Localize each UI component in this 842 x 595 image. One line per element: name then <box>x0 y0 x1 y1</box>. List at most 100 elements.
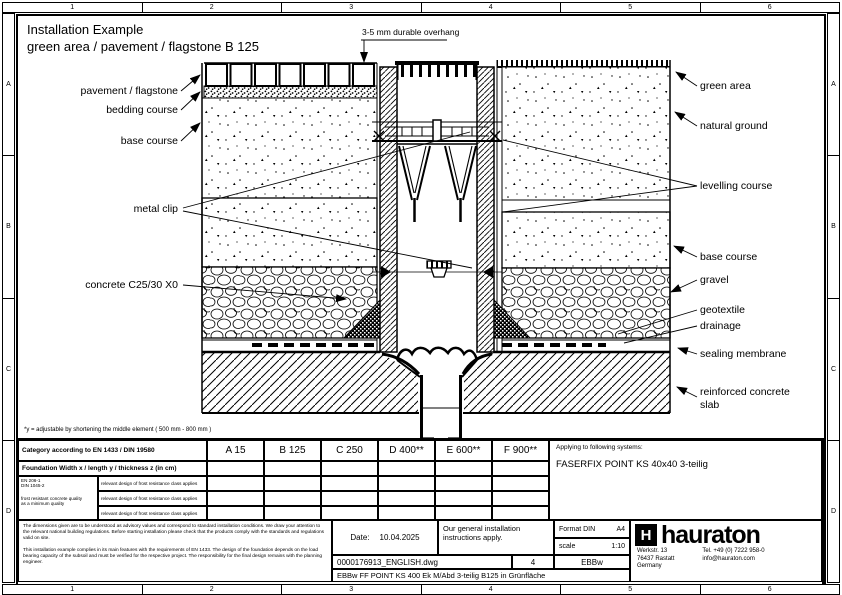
ruler-cell: B <box>3 156 14 299</box>
empty-cell <box>207 491 264 506</box>
label-base-course-left: base course <box>120 135 178 147</box>
label-green-area: green area <box>700 80 751 92</box>
label-pavement-flagstone: pavement / flagstone <box>80 85 178 97</box>
ruler-cell: 2 <box>143 3 282 12</box>
class-header: A 15 <box>207 440 264 461</box>
outlet-pipe <box>381 346 493 439</box>
ruler-cell: A <box>828 14 839 157</box>
label-concrete: concrete C25/30 X0 <box>85 279 178 291</box>
ruler-cell: 3 <box>282 3 422 12</box>
ruler-cell: 5 <box>561 585 701 594</box>
left-ruler: A B C D <box>2 13 15 583</box>
disclaimer-paragraph: This installation example complies in it… <box>23 548 323 565</box>
overhang-annotation: 3-5 mm durable overhang <box>362 27 460 37</box>
company-logo: H hauraton <box>635 521 821 549</box>
company-block: H hauraton Werkstr. 13 76437 Rastatt Ger… <box>630 520 822 582</box>
address-line: 76437 Rastatt <box>637 555 675 562</box>
label-sealing-membrane: sealing membrane <box>700 348 787 360</box>
frost-row-label: relevant design of frost resistance clas… <box>98 506 207 520</box>
empty-cell <box>264 461 321 476</box>
empty-cell <box>435 461 492 476</box>
concrete-note-line: EN 206-1 <box>21 478 41 483</box>
ruler-cell: 4 <box>422 585 561 594</box>
ruler-cell: 2 <box>143 585 282 594</box>
address-line: Werkstr. 13 <box>637 548 668 554</box>
scale-cell: scale 1:10 <box>554 538 630 555</box>
empty-cell <box>435 506 492 520</box>
code-cell: EBBw <box>554 555 630 569</box>
footnote: *y = adjustable by shortening the middle… <box>24 427 212 433</box>
empty-cell <box>378 476 435 491</box>
date-label: Date: <box>350 533 370 542</box>
ruler-cell: 6 <box>767 4 772 11</box>
class-header: C 250 <box>321 440 378 461</box>
empty-cell <box>435 491 492 506</box>
ruler-cell: D <box>830 507 837 515</box>
label-metal-clip: metal clip <box>133 203 178 215</box>
concrete-note-cell: EN 206-1 DIN 1045-2 frost resistant conc… <box>18 476 98 520</box>
drawing-title-line1: Installation Example <box>27 22 144 37</box>
date-cell: Date: 10.04.2025 <box>332 520 438 555</box>
file-name-cell: 0000176913_ENGLISH.dwg <box>332 555 512 569</box>
class-header: E 600** <box>435 440 492 461</box>
class-header: D 400** <box>378 440 435 461</box>
ruler-cell: 4 <box>422 3 561 12</box>
class-header: B 125 <box>264 440 321 461</box>
empty-cell <box>492 506 549 520</box>
label-drainage: drainage <box>700 320 741 332</box>
frost-row-label: relevant design of frost resistance clas… <box>98 476 207 491</box>
company-tel: Tel. +49 (0) 7222 958-0 <box>702 548 765 554</box>
empty-cell <box>378 506 435 520</box>
empty-cell <box>492 476 549 491</box>
empty-cell <box>492 491 549 506</box>
sheet-number-cell: 4 <box>512 555 554 569</box>
concrete-slab <box>201 350 671 440</box>
address-line: Germany <box>637 563 662 569</box>
empty-cell <box>207 506 264 520</box>
concrete-note-line: DIN 1045-2 <box>21 483 45 489</box>
scale-label: scale <box>559 543 576 550</box>
label-reinforced-slab: reinforced concrete slab <box>700 386 790 411</box>
company-email: info@hauraton.com <box>702 555 755 562</box>
empty-cell <box>321 476 378 491</box>
applying-systems-cell: Applying to following systems: FASERFIX … <box>549 440 822 520</box>
ruler-cell: 6 <box>767 586 772 593</box>
ruler-cell: 1 <box>3 585 143 594</box>
hauraton-logo-text: hauraton <box>661 521 761 549</box>
empty-cell <box>378 461 435 476</box>
right-ground-layers <box>496 60 671 352</box>
format-label: Format DIN <box>559 525 596 533</box>
format-value: A4 <box>616 525 625 533</box>
category-label-cell: Category according to EN 1433 / DIN 1958… <box>18 440 207 461</box>
applying-label: Applying to following systems: <box>556 444 643 451</box>
date-value: 10.04.2025 <box>379 533 420 542</box>
label-natural-ground: natural ground <box>700 120 768 132</box>
ruler-cell: 1 <box>3 3 143 12</box>
empty-cell <box>492 461 549 476</box>
frost-row-label: relevant design of frost resistance clas… <box>98 491 207 506</box>
label-gravel: gravel <box>700 274 729 286</box>
disclaimer-text-cell: The dimensions given are to be understoo… <box>18 520 332 582</box>
top-ruler: 1 2 3 4 5 6 <box>2 2 840 13</box>
empty-cell <box>378 491 435 506</box>
general-instructions-cell: Our general installation instructions ap… <box>438 520 554 555</box>
channel-body <box>372 61 502 353</box>
concrete-note-line: frost resistant concrete quality <box>21 495 83 501</box>
ruler-cell: 5 <box>561 3 701 12</box>
leader-lines <box>180 39 698 398</box>
format-cell: Format DIN A4 <box>554 520 630 538</box>
empty-cell <box>264 491 321 506</box>
haunch-and-membrane <box>252 298 606 347</box>
left-ground-layers <box>201 62 378 352</box>
label-bedding-course: bedding course <box>106 104 178 116</box>
ruler-cell: C <box>828 299 839 441</box>
empty-cell <box>435 476 492 491</box>
class-header: F 900** <box>492 440 549 461</box>
company-address: Werkstr. 13 76437 Rastatt Germany Tel. +… <box>637 548 821 571</box>
label-levelling-course: levelling course <box>700 180 773 192</box>
hauraton-logo-icon: H <box>635 524 657 546</box>
label-geotextile: geotextile <box>700 304 745 316</box>
empty-cell <box>264 506 321 520</box>
